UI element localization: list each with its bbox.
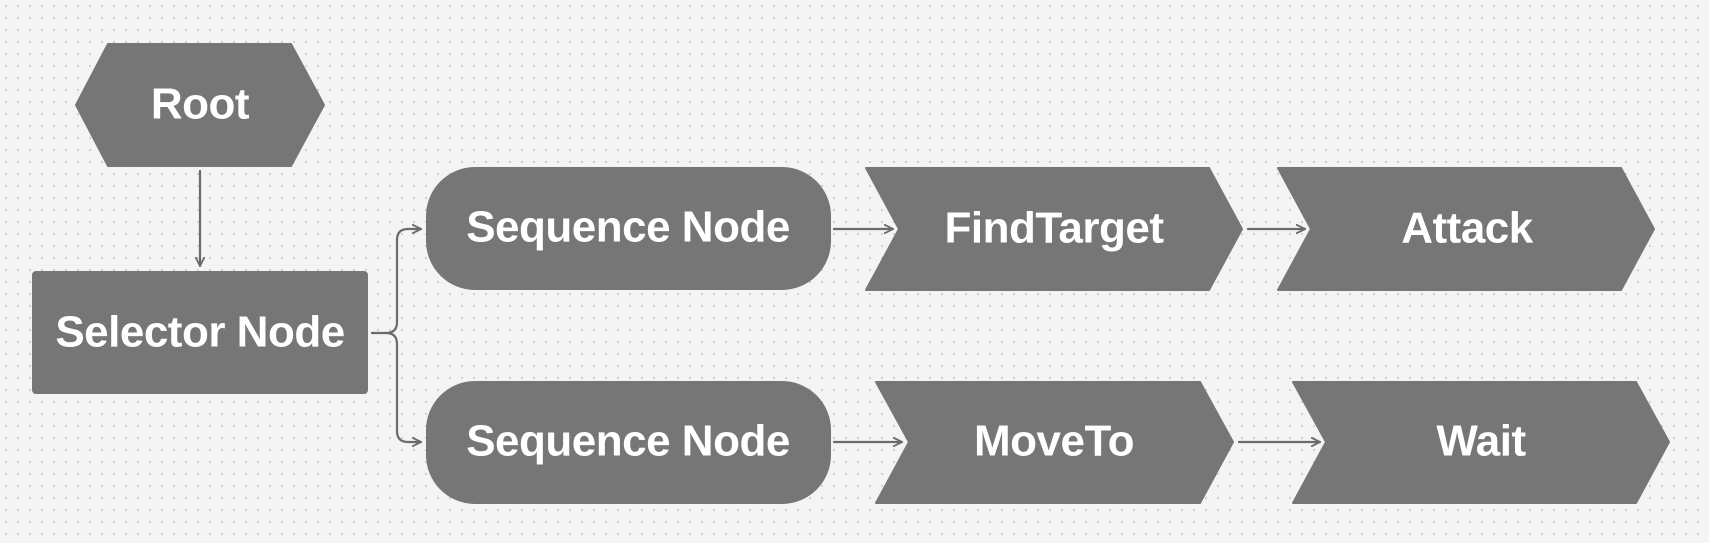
findtarget-node[interactable]: FindTarget xyxy=(865,167,1243,291)
sequence-node-1-label: Sequence Node xyxy=(466,203,790,252)
root-node[interactable]: Root xyxy=(75,43,325,167)
edges xyxy=(200,169,1322,442)
sequence-node-2-shape xyxy=(426,381,831,504)
selector-node-shape xyxy=(32,271,368,394)
selector-node[interactable]: Selector Node xyxy=(32,271,368,394)
findtarget-node-label: FindTarget xyxy=(944,204,1164,253)
edge-selector-to-sequence-1 xyxy=(370,229,423,335)
sequence-node-1-shape xyxy=(426,167,831,290)
root-node-shape xyxy=(75,43,325,167)
wait-node-label: Wait xyxy=(1436,417,1526,466)
wait-node-shape xyxy=(1292,381,1670,504)
edge-selector-to-sequence-2 xyxy=(384,331,423,442)
selector-node-label: Selector Node xyxy=(55,308,344,357)
sequence-node-2-label: Sequence Node xyxy=(466,417,790,466)
attack-node-label: Attack xyxy=(1401,204,1534,253)
sequence-node-2[interactable]: Sequence Node xyxy=(426,381,831,504)
moveto-node[interactable]: MoveTo xyxy=(875,381,1234,504)
moveto-node-shape xyxy=(875,381,1234,504)
attack-node-shape xyxy=(1277,167,1655,291)
findtarget-node-shape xyxy=(865,167,1243,291)
attack-node[interactable]: Attack xyxy=(1277,167,1655,291)
root-node-label: Root xyxy=(151,80,250,129)
sequence-node-1[interactable]: Sequence Node xyxy=(426,167,831,290)
moveto-node-label: MoveTo xyxy=(974,417,1134,466)
wait-node[interactable]: Wait xyxy=(1292,381,1670,504)
